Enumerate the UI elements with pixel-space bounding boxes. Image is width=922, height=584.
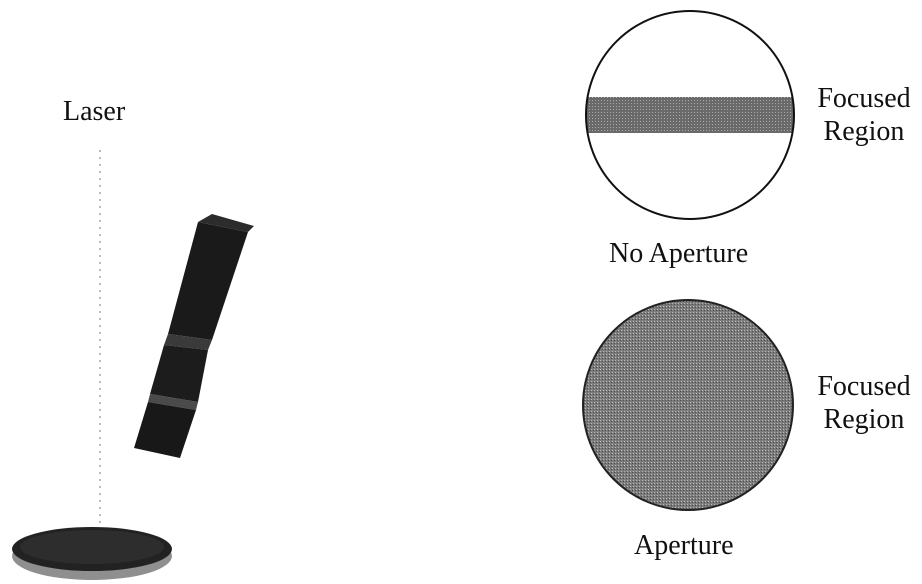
aperture-circle: [583, 300, 793, 510]
laser-device: [134, 214, 254, 458]
focused-band: [580, 97, 800, 133]
sample-disc: [12, 527, 172, 580]
focused-region-label-top: Focused Region: [806, 82, 922, 148]
focused-region-line2: Region: [806, 115, 922, 148]
focused-region-label-bottom: Focused Region: [806, 370, 922, 436]
no-aperture-caption: No Aperture: [609, 238, 748, 270]
aperture-caption: Aperture: [634, 530, 734, 562]
no-aperture-circle: [580, 11, 800, 219]
focused-region-line1: Focused: [806, 370, 922, 403]
laser-label: Laser: [63, 96, 125, 128]
focused-region-line1: Focused: [806, 82, 922, 115]
focused-region-line2: Region: [806, 403, 922, 436]
